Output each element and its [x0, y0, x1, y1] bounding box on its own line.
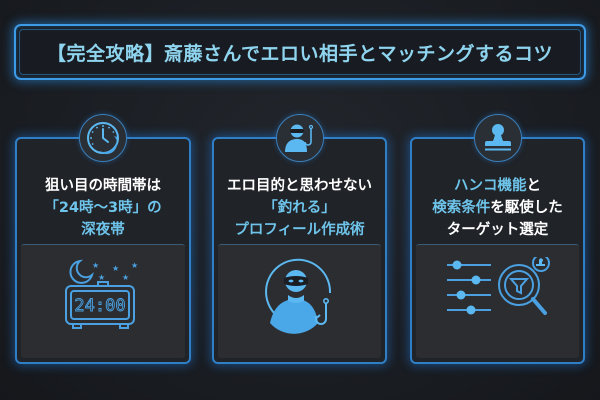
heading-line-1: 狙い目の時間帯は: [45, 178, 161, 194]
card-heading: ハンコ機能と 検索条件を駆使した ターゲット選定: [412, 175, 583, 241]
svg-text:★: ★: [131, 261, 138, 270]
particle: と: [526, 178, 542, 194]
tip-card-targeting: ハンコ機能と 検索条件を駆使した ターゲット選定: [410, 114, 585, 364]
particle: の: [147, 200, 162, 216]
illustration-panel: [21, 244, 185, 358]
heading-line-3: プロフィール作成術: [234, 222, 365, 238]
masked-person-fishing-hook-icon: [214, 257, 385, 337]
page-title: 【完全攻略】斎藤さんでエロい相手とマッチングするコツ: [46, 42, 554, 65]
heading-line-2: 検索条件を駆使した: [412, 197, 583, 219]
tip-card-late-night: 狙い目の時間帯は 「24時〜3時」の 深夜帯 24:00 ★★★ ★★: [15, 114, 191, 364]
title-banner: 【完全攻略】斎藤さんでエロい相手とマッチングするコツ: [14, 24, 586, 80]
card-heading: エロ目的と思わせない 「釣れる」 プロフィール作成術: [214, 175, 385, 241]
heading-line-3: 深夜帯: [81, 222, 125, 238]
heading-line-3: ターゲット選定: [446, 222, 549, 238]
search-filter-highlight: 検索条件: [432, 200, 491, 216]
heading-line-1: ハンコ機能と: [412, 175, 583, 197]
svg-text:★: ★: [98, 273, 105, 282]
svg-text:★: ★: [122, 273, 129, 282]
filter-sliders-search-icon: [412, 257, 583, 337]
clock-display: 24:00: [74, 296, 125, 316]
card-heading: 狙い目の時間帯は 「24時〜3時」の 深夜帯: [17, 175, 189, 241]
svg-text:★: ★: [92, 261, 99, 270]
stamp-feature-highlight: ハンコ機能: [454, 178, 527, 194]
clock-moon-icon: [79, 114, 127, 162]
heading-line-2: 「24時〜3時」の: [17, 197, 189, 219]
heading-line-2: 「釣れる」: [263, 200, 336, 216]
alarm-clock-night-icon: 24:00 ★★★ ★★: [17, 257, 189, 337]
stamp-icon: [473, 114, 522, 162]
heading-text: を駆使した: [490, 200, 563, 216]
heading-line-1: エロ目的と思わせない: [227, 178, 372, 194]
masked-person-hook-icon: [275, 114, 324, 162]
time-range-highlight: 「24時〜3時」: [44, 200, 148, 216]
illustration-panel: [416, 244, 579, 358]
title-banner-inner: 【完全攻略】斎藤さんでエロい相手とマッチングするコツ: [19, 29, 581, 75]
svg-text:★: ★: [112, 264, 119, 273]
tip-card-profile: エロ目的と思わせない 「釣れる」 プロフィール作成術: [212, 114, 387, 364]
